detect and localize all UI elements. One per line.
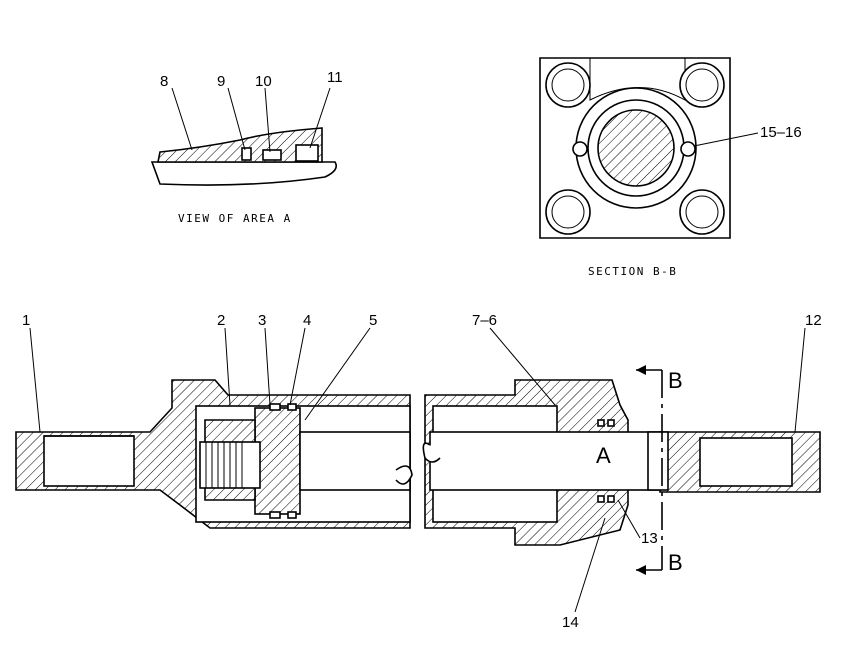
main-callouts: 1 2 3 4 5 7–6 12 13 14 A [22,312,822,631]
label-area-a: A [596,443,611,468]
label-11: 11 [327,69,343,86]
label-12: 12 [805,312,822,329]
label-b-bottom: B [668,550,683,575]
label-3: 3 [258,312,266,329]
label-10: 10 [255,73,272,90]
label-b-top: B [668,368,683,393]
label-9: 9 [217,73,225,90]
caption-section-b-b: SECTION B-B [588,265,677,278]
label-8: 8 [160,73,168,90]
main-assembly-right [422,379,821,546]
view-of-area-a: 8 9 10 11 VIEW OF AREA A [150,69,343,225]
label-13: 13 [641,530,658,547]
section-b-b: 15–16 SECTION B-B [539,57,802,278]
label-1: 1 [22,312,30,329]
label-14: 14 [562,614,579,631]
caption-view-of-area-a: VIEW OF AREA A [178,212,292,225]
label-4: 4 [303,312,311,329]
section-cut-line: B B [636,365,683,575]
label-2: 2 [217,312,225,329]
label-7-6: 7–6 [472,312,497,329]
threaded-rod [205,442,243,488]
label-5: 5 [369,312,377,329]
label-15-16: 15–16 [760,124,802,141]
main-assembly-left [15,379,413,529]
